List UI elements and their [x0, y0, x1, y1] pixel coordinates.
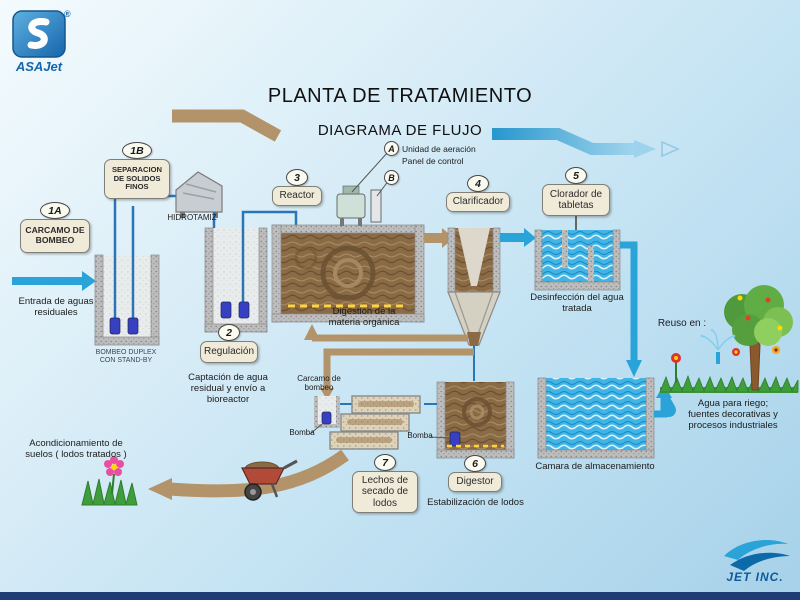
callout-badge-b: B [384, 170, 399, 185]
stage-box-4: Clarificador [446, 192, 510, 212]
sludge-return-line [304, 324, 468, 342]
label-aeration-unit: Unidad de aeración [402, 144, 476, 154]
tree-icon [724, 285, 793, 391]
label-digestion: Digestión de la materia orgánica [328, 306, 400, 329]
jet-logo-icon [724, 540, 790, 571]
pumping-sump [309, 396, 352, 435]
stage-box-7: Lechos de secado de lodos [352, 471, 418, 513]
stage-box-5: Clorador de tabletas [542, 184, 610, 216]
aeration-unit [336, 185, 366, 226]
registered-mark: ® [64, 9, 71, 19]
sludge-waste-line [320, 348, 474, 400]
stage-badge-5: 5 [565, 167, 587, 184]
flow-arrow-clarifier-to-disinfection [500, 228, 536, 247]
clarifier [447, 227, 501, 381]
stage-badge-2: 2 [218, 324, 240, 341]
sludge-to-soil-arrow [148, 449, 349, 500]
label-duplex-pumping: BOMBEO DUPLEX CON STAND-BY [95, 349, 157, 365]
label-stabilization: Estabilización de lodos [427, 497, 524, 508]
label-hydrosieve: HIDROTAMIZ [167, 213, 217, 222]
label-control-panel: Panel de control [402, 156, 464, 166]
flower-pink-icon [104, 456, 124, 495]
label-pump-left: Bomba [289, 428, 315, 437]
footer-bar [0, 592, 800, 600]
reactor-tank [271, 224, 425, 323]
stage-badge-3: 3 [286, 169, 308, 186]
stage-badge-1b: 1B [122, 142, 152, 159]
flow-arrow-disinfection-to-storage [620, 241, 642, 377]
sprinkler-icon [700, 328, 736, 364]
grass-right [659, 374, 799, 393]
stage-box-1a: CARCAMO DE BOMBEO [20, 219, 90, 253]
flower-red-icon [671, 353, 681, 383]
water-drop-icon [662, 396, 676, 417]
stage-badge-6: 6 [464, 455, 486, 472]
callout-badge-a: A [384, 141, 399, 156]
asajet-logo-icon [12, 10, 66, 58]
disinfection-tank [534, 216, 621, 291]
label-soil-conditioning: Acondicionamiento de suelos ( lodos trat… [25, 438, 127, 461]
label-disinfection: Desinfección del agua tratada [530, 292, 624, 315]
label-pump-right: Bomba [407, 431, 433, 440]
hydrosieve [175, 171, 223, 230]
stage-box-1b: SEPARACION DE SOLIDOS FINOS [104, 159, 170, 199]
label-sump: Carcamo de bombeo [297, 374, 341, 393]
page-subtitle: DIAGRAMA DE FLUJO [317, 122, 483, 139]
flow-arrow-inlet [12, 271, 96, 291]
stage-badge-1a: 1A [40, 202, 70, 219]
label-reuse: Reuso en : [657, 318, 707, 329]
page-title: PLANTA DE TRATAMIENTO [267, 85, 533, 107]
wheelbarrow-icon [241, 459, 298, 501]
title-arrow-sludge [172, 109, 282, 142]
grass-left [81, 478, 138, 506]
title-arrow-water [492, 128, 680, 158]
stage-badge-4: 4 [467, 175, 489, 192]
stage-box-2: Regulación [200, 341, 258, 363]
label-captacion: Captación de agua residual y envío a bio… [188, 372, 268, 406]
label-reuse-uses: Agua para riego; fuentes decorativas y p… [688, 398, 778, 432]
jet-logo-text: JET INC. [726, 570, 784, 584]
label-inlet: Entrada de aguas residuales [18, 296, 94, 319]
asajet-logo-text: ASAJet [15, 59, 63, 74]
drying-beds [329, 395, 437, 450]
label-storage: Camara de almacenamiento [535, 461, 655, 472]
stage-box-6: Digestor [448, 472, 502, 492]
storage-tank [537, 377, 655, 459]
digester-tank [429, 381, 515, 459]
stage-badge-7: 7 [374, 454, 396, 471]
stage-box-3: Reactor [272, 186, 322, 206]
